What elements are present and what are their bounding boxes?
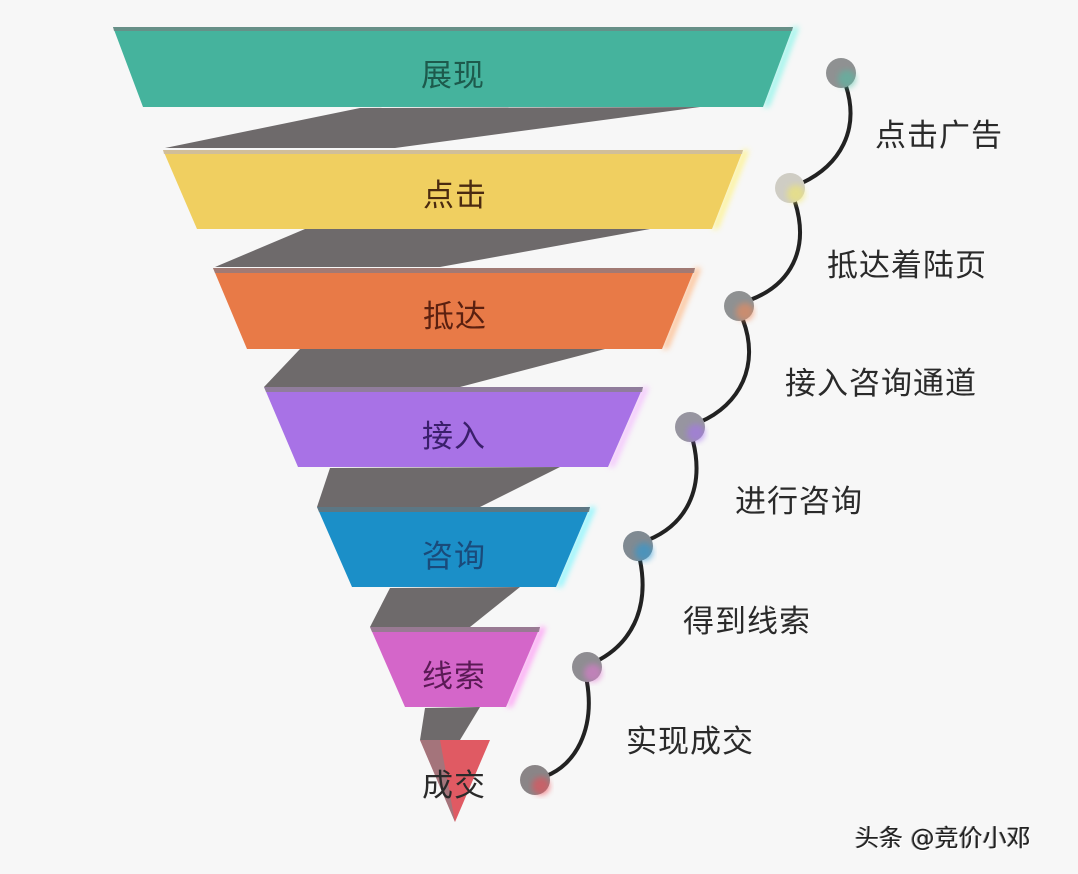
stage-label-3: 抵达: [423, 299, 487, 335]
step-label-3: 接入咨询通道: [785, 366, 977, 402]
funnel-stage-2: [163, 150, 743, 229]
funnel-stage-3: [213, 268, 695, 349]
funnel-stage-1: [113, 27, 793, 107]
step-label-6: 实现成交: [626, 724, 754, 760]
step-label-1: 点击广告: [875, 118, 1003, 154]
step-label-2: 抵达着陆页: [827, 248, 987, 284]
funnel-stage-5: [317, 507, 590, 587]
stage-label-7: 成交: [422, 768, 486, 804]
stage-label-2: 点击: [423, 178, 487, 214]
stage-label-6: 线索: [422, 659, 486, 695]
stage-label-1: 展现: [421, 58, 485, 94]
funnel-stage-6: [370, 627, 540, 707]
step-label-4: 进行咨询: [735, 484, 863, 520]
edge-glows: [506, 27, 799, 707]
stage-label-4: 接入: [422, 419, 486, 455]
step-label-5: 得到线索: [683, 604, 811, 640]
funnel-connectors: [165, 107, 700, 740]
watermark: 头条 @竞价小邓: [855, 824, 1031, 852]
stage-label-5: 咨询: [422, 539, 486, 575]
funnel-stage-4: [264, 387, 643, 467]
step-dots: [520, 58, 856, 795]
step-path: [544, 84, 853, 778]
